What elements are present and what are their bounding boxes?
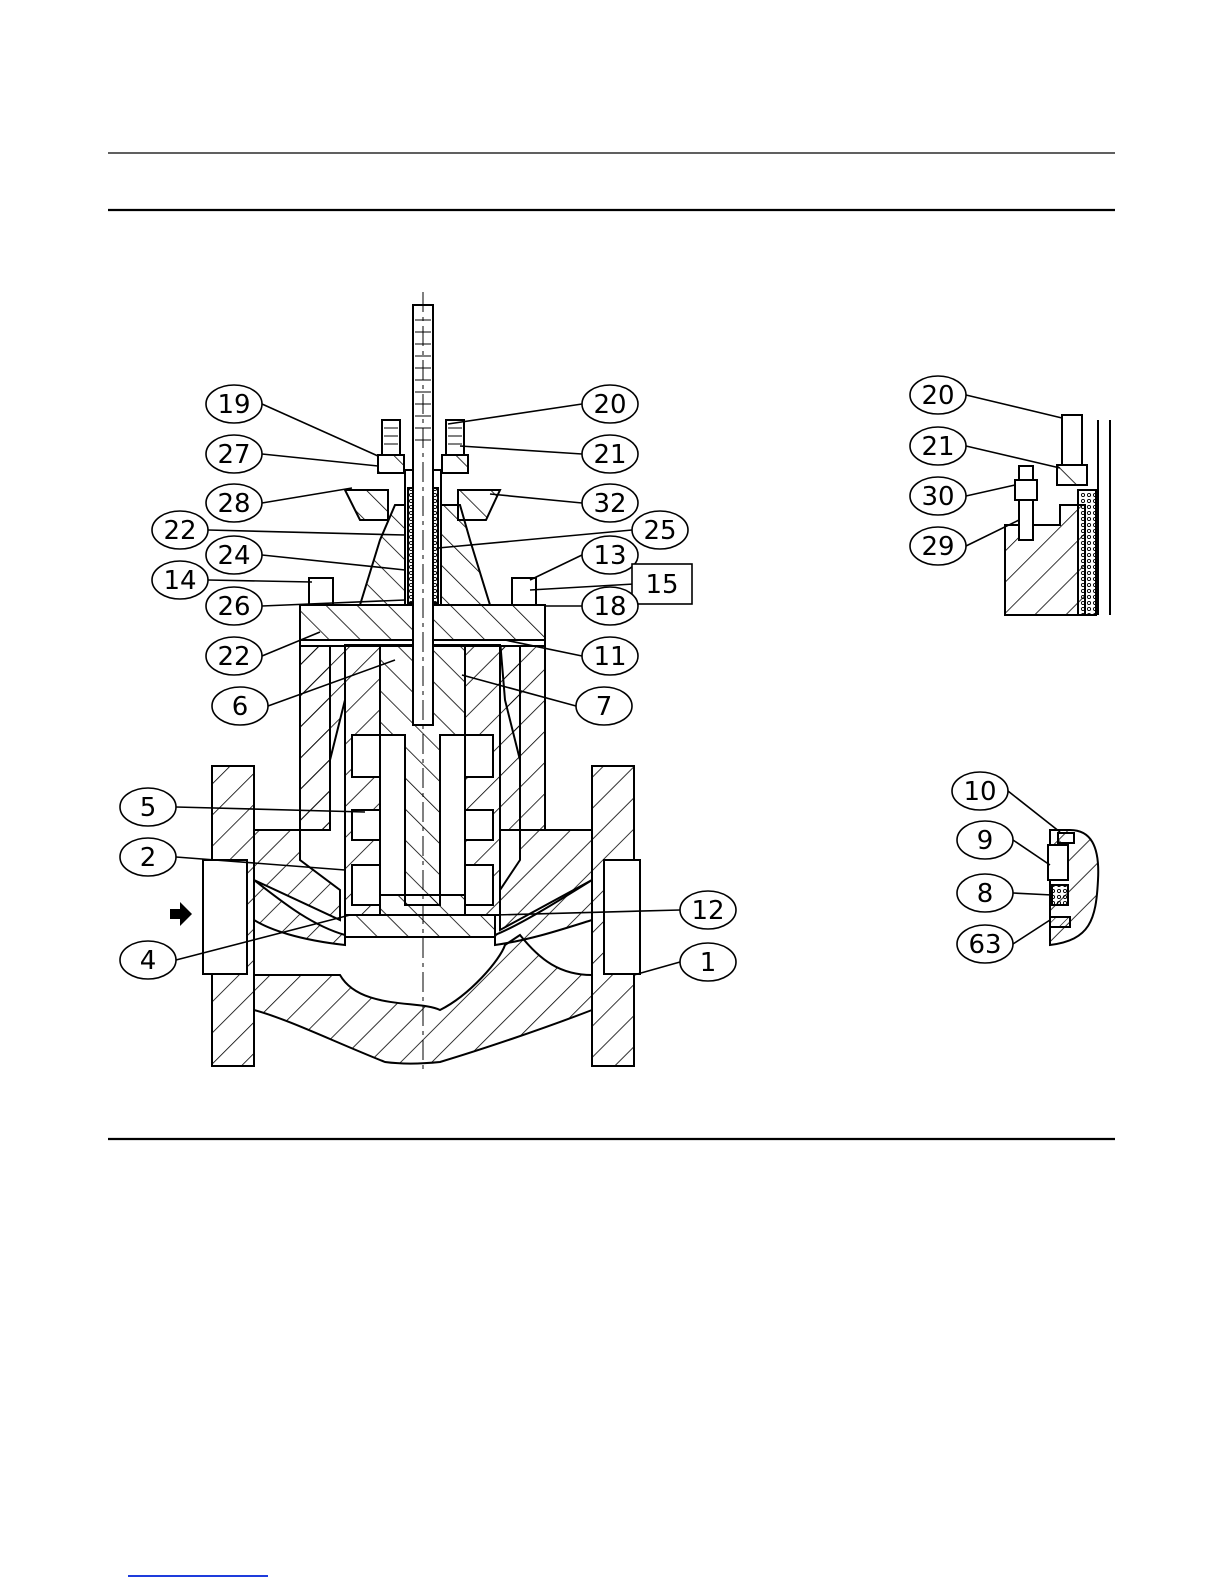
callout-label: 30	[921, 482, 954, 512]
callout-label: 6	[232, 692, 249, 722]
callout-label: 26	[217, 592, 250, 622]
detail-seal-ring	[1048, 830, 1098, 945]
callout-c32: 32	[490, 484, 638, 522]
callout-d21: 21	[910, 427, 1060, 468]
callout-label: 1	[700, 948, 717, 978]
leader-line	[1008, 791, 1060, 832]
callout-label: 32	[593, 489, 626, 519]
callout-label: 14	[163, 566, 196, 596]
callout-d30: 30	[910, 477, 1015, 515]
flow-direction-arrow-icon	[170, 902, 192, 926]
callout-label: 24	[217, 541, 250, 571]
callout-label: 5	[140, 793, 157, 823]
leader-line	[460, 446, 582, 454]
leader-line	[1013, 920, 1050, 944]
callout-d29: 29	[910, 520, 1019, 565]
leader-line	[490, 494, 582, 503]
leader-line	[262, 488, 352, 503]
callout-label: 4	[140, 946, 157, 976]
leader-line	[1013, 840, 1050, 865]
callout-c20: 20	[448, 385, 638, 424]
callout-c21: 21	[460, 435, 638, 473]
callout-label: 21	[593, 440, 626, 470]
leader-line	[966, 446, 1060, 468]
callout-d63: 63	[957, 920, 1050, 963]
leader-line	[966, 485, 1015, 496]
callout-label: 8	[977, 879, 994, 909]
detail-packing-studs	[1005, 415, 1110, 615]
leader-line	[448, 404, 582, 424]
callout-c28: 28	[206, 484, 352, 522]
callout-label: 18	[593, 592, 626, 622]
leader-line	[262, 454, 378, 466]
callout-label: 7	[596, 692, 613, 722]
callout-label: 28	[217, 489, 250, 519]
callout-label: 20	[921, 381, 954, 411]
callout-label: 12	[691, 896, 724, 926]
callout-label: 10	[963, 777, 996, 807]
callout-label: 63	[968, 930, 1001, 960]
callout-c13: 13	[530, 536, 638, 580]
callout-label: 13	[593, 541, 626, 571]
callout-label: 21	[921, 432, 954, 462]
leader-line	[530, 555, 582, 580]
valve-body	[203, 305, 640, 1066]
footer-link-underline[interactable]	[128, 1575, 268, 1577]
callout-label: 19	[217, 390, 250, 420]
leader-line	[176, 807, 365, 812]
leader-line	[1013, 893, 1052, 895]
callout-label: 20	[593, 390, 626, 420]
leader-line	[208, 580, 312, 582]
callout-d9: 9	[957, 821, 1050, 865]
callout-d10: 10	[952, 772, 1060, 832]
callout-c1: 1	[634, 943, 736, 981]
callout-c18: 18	[545, 587, 638, 625]
callout-label: 2	[140, 843, 157, 873]
callout-label: 11	[593, 642, 626, 672]
leader-line	[966, 395, 1062, 418]
callout-d20: 20	[910, 376, 1062, 418]
callout-label: 27	[217, 440, 250, 470]
callout-label: 15	[645, 570, 678, 600]
callout-label: 22	[163, 516, 196, 546]
callout-label: 25	[643, 516, 676, 546]
callout-c27: 27	[206, 435, 378, 473]
leader-line	[208, 530, 405, 535]
leader-line	[262, 404, 378, 456]
callout-label: 29	[921, 532, 954, 562]
callout-label: 22	[217, 642, 250, 672]
callout-label: 9	[977, 826, 994, 856]
callout-d8: 8	[957, 874, 1052, 912]
